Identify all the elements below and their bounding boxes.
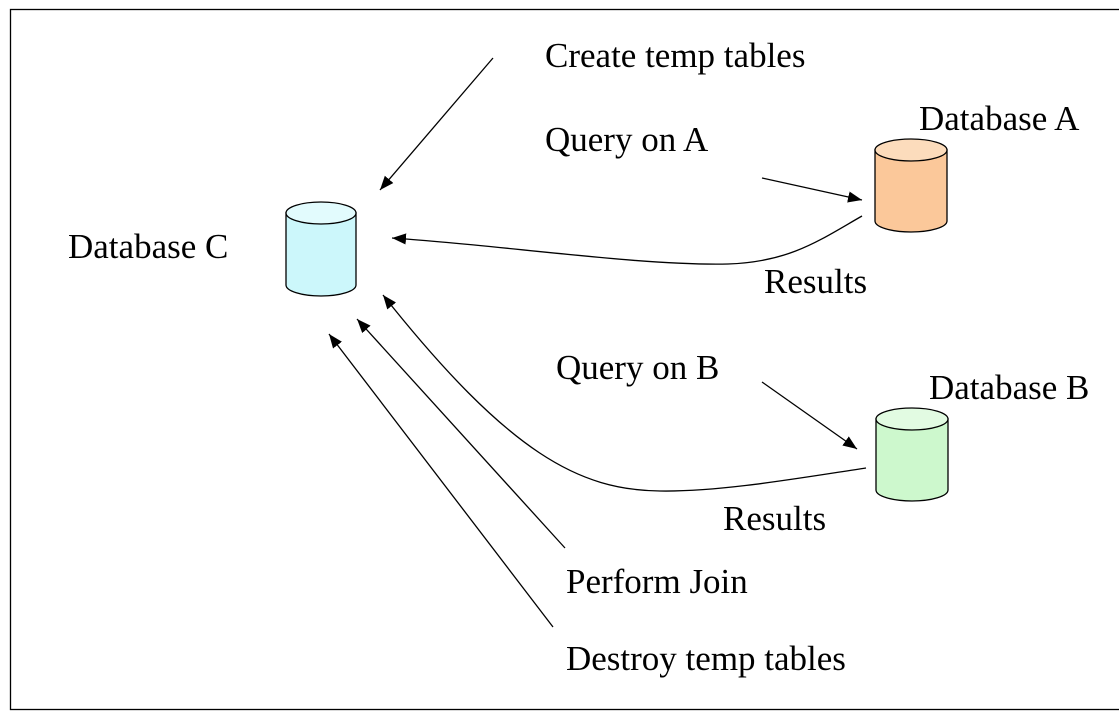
perform-join-label: Perform Join [566,562,748,601]
database-c-cylinder [285,201,357,297]
results-b-label: Results [723,499,826,538]
database-c-label: Database C [68,227,228,266]
arrow-results-b [382,294,867,492]
arrow-results-a [391,215,863,265]
arrow-perform-join [356,318,566,549]
database-a-cylinder [874,138,948,233]
arrow-create-temp-tables [379,57,494,191]
database-b-top [875,407,949,431]
destroy-temp-tables-label: Destroy temp tables [566,639,846,678]
query-on-a-label: Query on A [545,120,709,159]
create-temp-tables-label: Create temp tables [545,36,805,75]
arrow-destroy-temp-tables [328,333,554,628]
database-b-label: Database B [929,368,1089,407]
database-b-body [875,418,949,502]
query-on-b-label: Query on B [556,348,719,387]
arrow-query-on-b [761,381,858,450]
database-a-label: Database A [919,99,1080,138]
arrow-query-on-a [761,177,863,203]
database-a-top [874,138,948,162]
database-c-body [285,212,357,297]
database-b-cylinder [875,407,949,502]
results-a-label: Results [764,262,867,301]
database-a-body [874,149,948,233]
database-c-top [285,201,357,225]
diagram-frame [9,8,1119,711]
